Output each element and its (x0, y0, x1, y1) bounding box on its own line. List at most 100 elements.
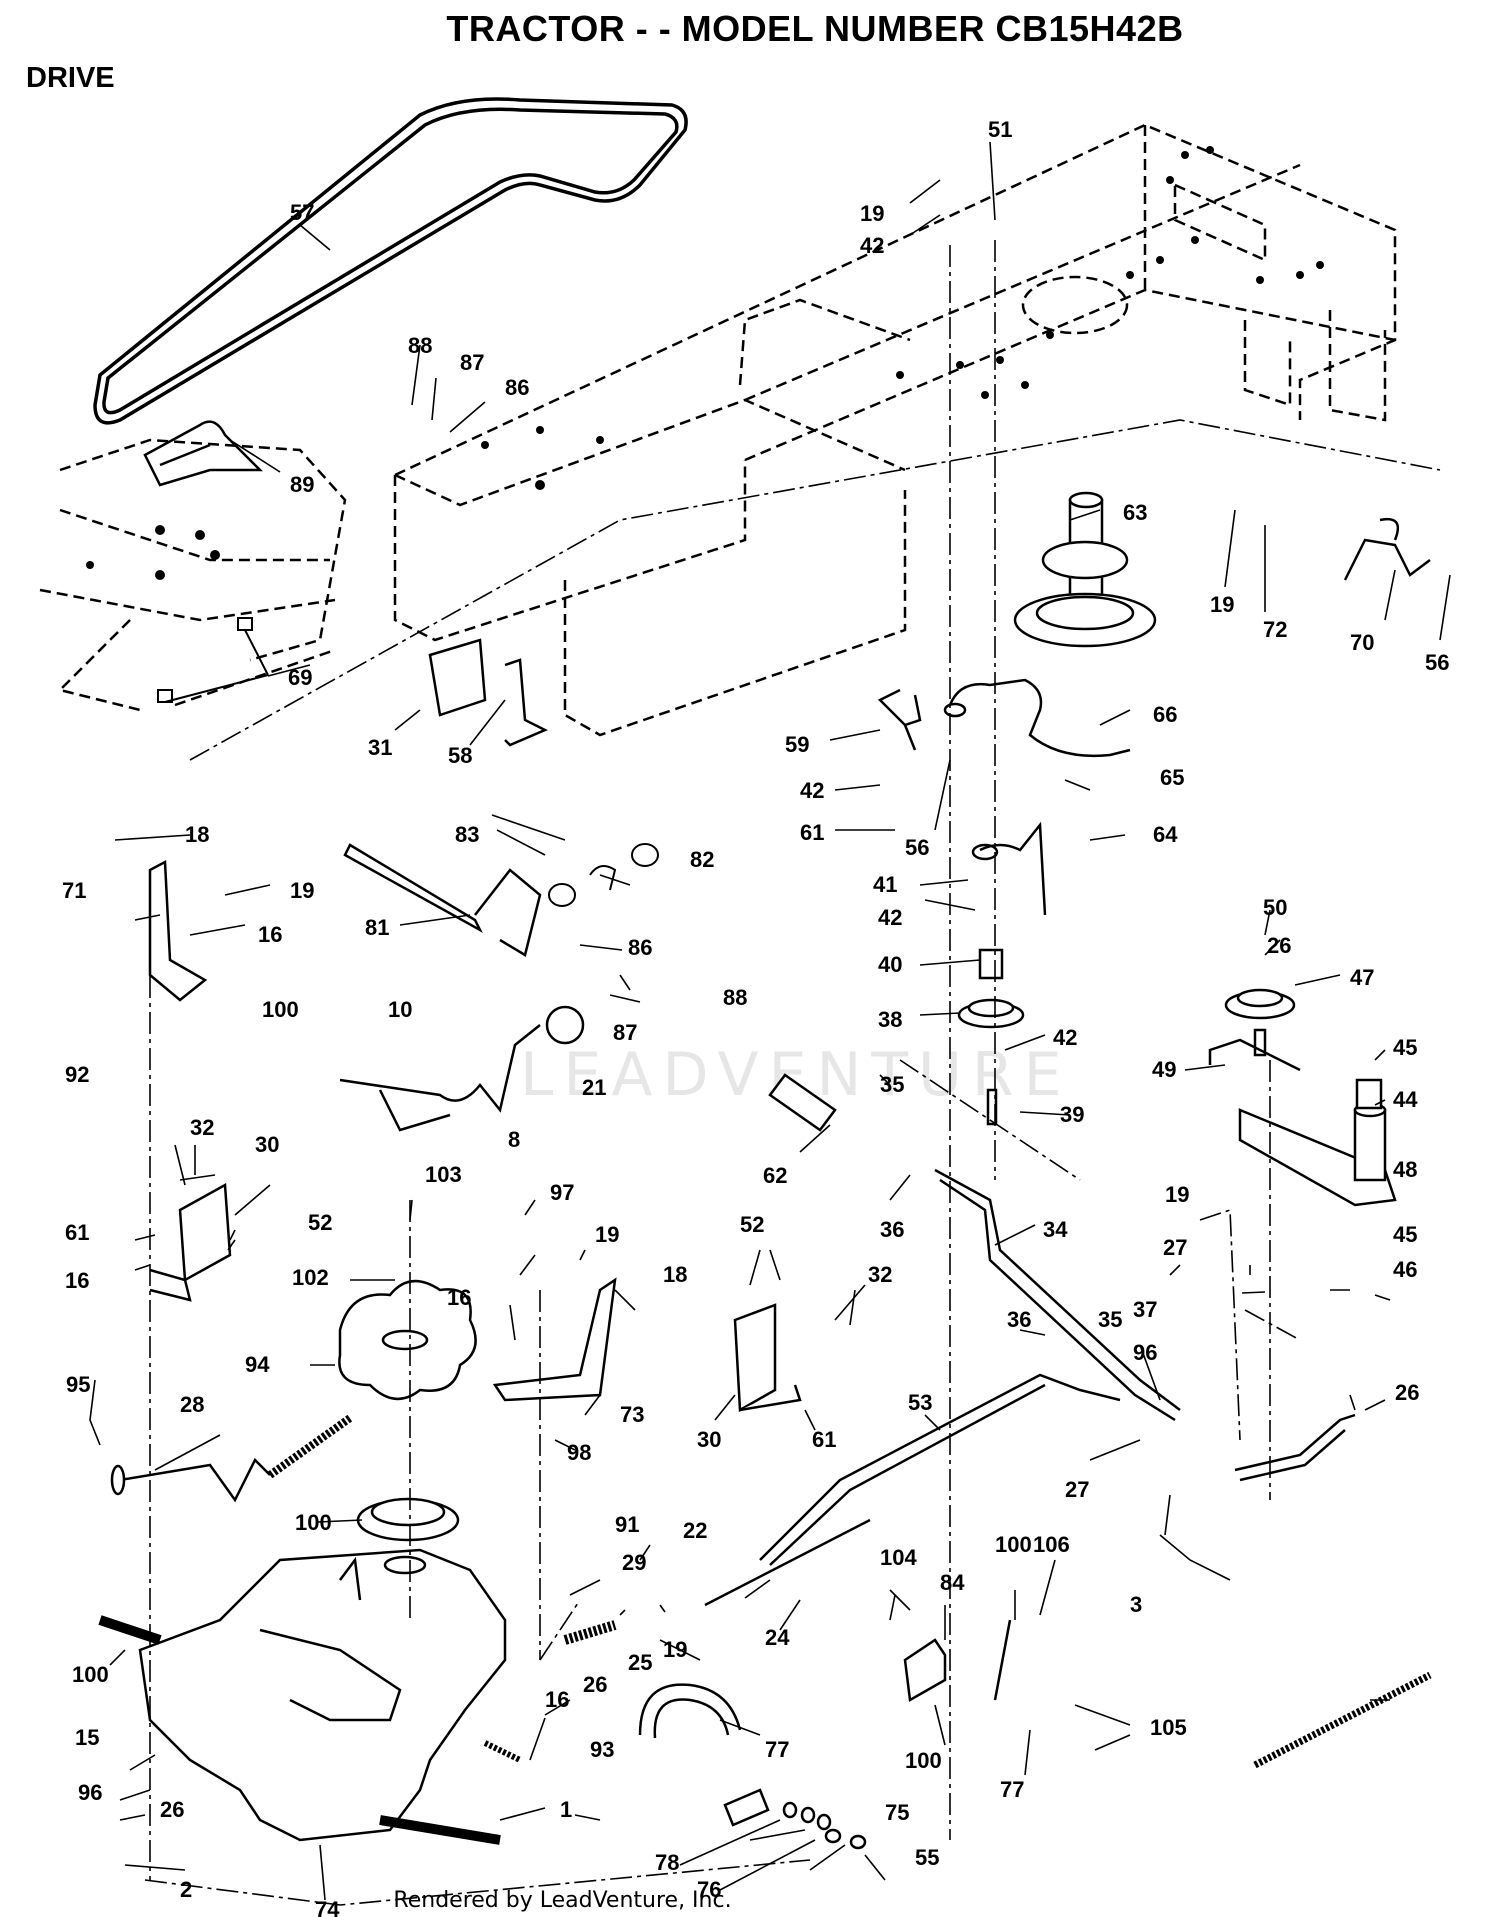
part-label: 48 (1393, 1157, 1417, 1182)
part-label: 32 (190, 1115, 214, 1140)
idler-arm-48 (1238, 1078, 1397, 1207)
part-label: 91 (615, 1512, 639, 1537)
part-label: 45 (1393, 1035, 1417, 1060)
centerlines (144, 240, 1441, 1906)
part-label: 45 (1393, 1222, 1417, 1247)
frame-holes (86, 146, 1324, 580)
part-label: 87 (460, 350, 484, 375)
part-label: 56 (1425, 650, 1449, 675)
part-label: 75 (885, 1800, 909, 1825)
part-label: 38 (878, 1007, 902, 1032)
part-label: 37 (1133, 1297, 1157, 1322)
rod-70 (1343, 517, 1431, 581)
part-label: 30 (697, 1427, 721, 1452)
drive-belt (93, 97, 688, 425)
part-label: 56 (905, 835, 929, 860)
part-label: 25 (628, 1650, 652, 1675)
footer-credit: Rendered by LeadVenture, Inc. (393, 1888, 732, 1913)
part-label: 34 (1043, 1217, 1068, 1242)
part-label: 26 (1395, 1380, 1419, 1405)
part-label: 27 (1163, 1235, 1187, 1260)
part-label: 26 (583, 1672, 607, 1697)
part-label: 74 (315, 1897, 340, 1917)
bracket-30-right (733, 1303, 802, 1413)
part-label: 19 (290, 878, 314, 903)
part-label: 86 (628, 935, 652, 960)
part-label: 40 (878, 952, 902, 977)
rod-53 (1234, 1413, 1356, 1482)
part-label: 19 (595, 1222, 619, 1247)
part-label: 88 (723, 985, 747, 1010)
part-label: 52 (308, 1210, 332, 1235)
part-label: 70 (1350, 630, 1374, 655)
part-label: 16 (545, 1687, 569, 1712)
idler-spring-66 (943, 678, 1131, 758)
shaft-81 (343, 843, 542, 957)
part-label: 61 (812, 1427, 836, 1452)
part-label: 46 (1393, 1257, 1417, 1282)
rod-59 (877, 688, 922, 751)
part-label: 86 (505, 375, 529, 400)
part-label: 21 (582, 1075, 606, 1100)
spring-25 (563, 1620, 617, 1645)
part-label: 88 (408, 333, 432, 358)
part-label: 16 (65, 1268, 89, 1293)
spring-55 (1253, 1671, 1432, 1769)
bracket-73 (492, 1277, 617, 1402)
pulley-63 (1013, 491, 1157, 648)
section-label: DRIVE (26, 62, 115, 94)
part-label: 96 (1133, 1340, 1157, 1365)
part-label: 63 (1123, 500, 1147, 525)
part-label: 94 (245, 1352, 270, 1377)
part-label: 41 (873, 872, 897, 897)
part-label: 59 (785, 732, 809, 757)
part-label: 22 (683, 1518, 707, 1543)
part-label: 30 (255, 1132, 279, 1157)
part-label: 100 (72, 1662, 109, 1687)
part-label: 24 (765, 1625, 790, 1650)
part-label: 65 (1160, 765, 1184, 790)
part-label: 19 (860, 201, 884, 226)
part-label: 106 (1033, 1532, 1070, 1557)
part-label: 36 (1007, 1307, 1031, 1332)
part-label: 81 (365, 915, 389, 940)
frame (39, 123, 1397, 737)
part-label: 27 (1065, 1477, 1089, 1502)
part-label: 51 (988, 117, 1012, 142)
part-label: 18 (185, 822, 209, 847)
part-label: 47 (1350, 965, 1374, 990)
part-label: 100 (905, 1748, 942, 1773)
part-label: 73 (620, 1402, 644, 1427)
part-label: 1 (560, 1797, 572, 1822)
linkage-34 (934, 1168, 1181, 1422)
part-label: 58 (448, 743, 472, 768)
part-label: 78 (655, 1850, 679, 1875)
part-label: 96 (78, 1780, 102, 1805)
part-label: 97 (550, 1180, 574, 1205)
roller-62 (768, 1073, 837, 1132)
part-label: 10 (388, 997, 412, 1022)
part-label: 100 (262, 997, 299, 1022)
part-label: 61 (800, 820, 824, 845)
part-label: 42 (860, 233, 884, 258)
part-label: 100 (295, 1510, 332, 1535)
part-label: 32 (868, 1262, 892, 1287)
part-label: 52 (740, 1212, 764, 1237)
spring-2 (483, 1740, 522, 1763)
part-number-labels: 57 51 19 42 88 87 86 89 63 19 72 70 56 6… (62, 117, 1449, 1917)
pulley-3 (356, 1497, 460, 1542)
part-label: 44 (1393, 1087, 1418, 1112)
bolts-69 (157, 617, 269, 703)
part-label: 19 (1210, 592, 1234, 617)
part-label: 82 (690, 847, 714, 872)
part-label: 3 (1130, 1592, 1142, 1617)
part-label: 18 (663, 1262, 687, 1287)
part-label: 89 (290, 472, 314, 497)
leader-lines (89, 141, 1451, 1901)
part-label: 61 (65, 1220, 89, 1245)
part-label: 104 (880, 1545, 917, 1570)
part-label: 35 (1098, 1307, 1122, 1332)
part-label: 83 (455, 822, 479, 847)
part-label: 29 (622, 1550, 646, 1575)
